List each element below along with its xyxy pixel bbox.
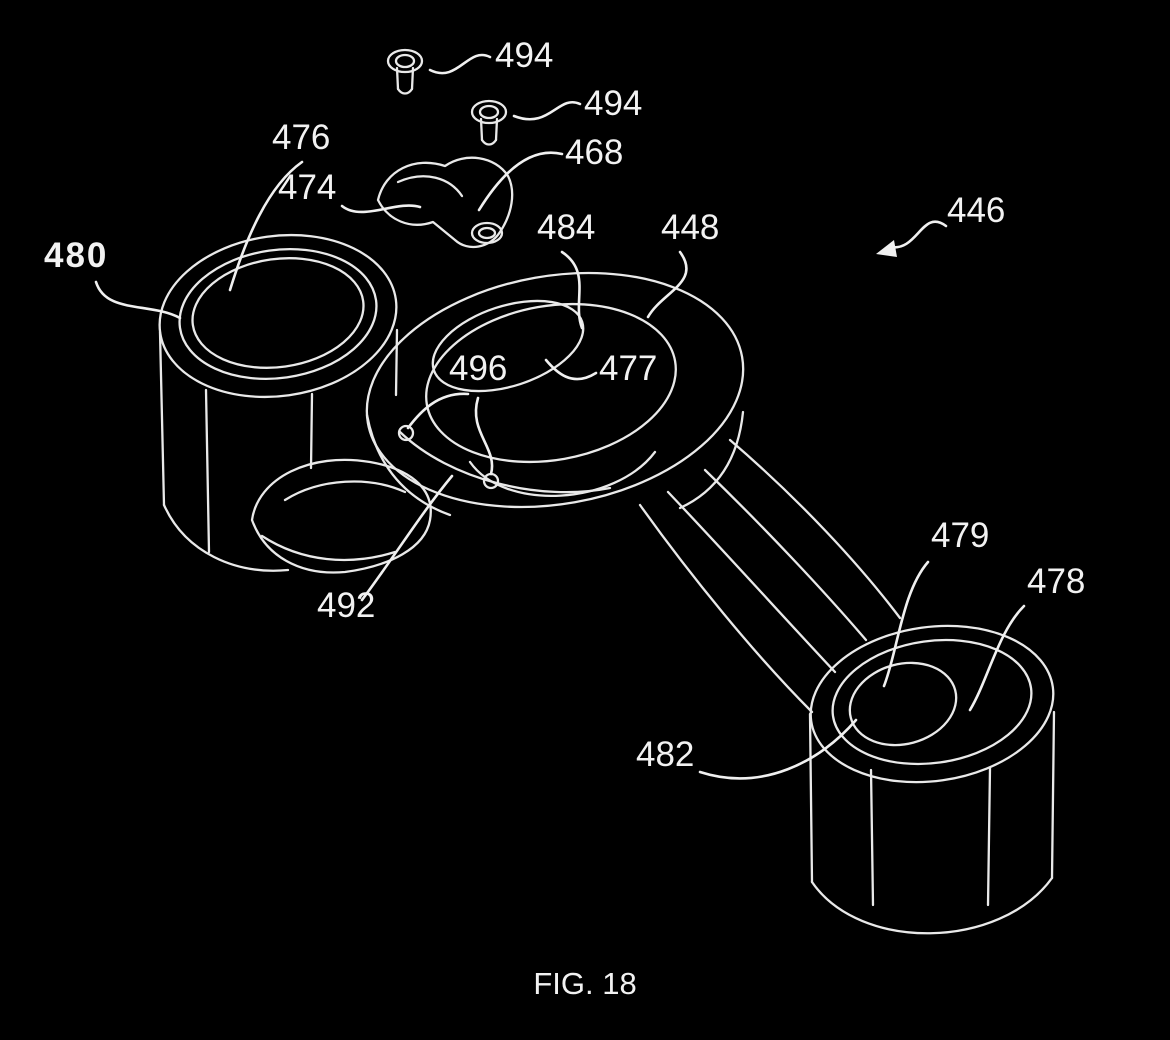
leader-496b	[474, 396, 494, 476]
right-cylinder	[808, 624, 1056, 935]
top-bracket	[376, 156, 514, 249]
ref-label-479: 479	[931, 516, 990, 555]
ref-label-492: 492	[317, 586, 376, 625]
ref-label-480: 480	[44, 236, 109, 275]
left-boss	[158, 233, 399, 572]
leader-480	[94, 280, 182, 320]
ref-label-446: 446	[947, 191, 1006, 230]
leader-477	[544, 358, 598, 381]
leader-lines	[94, 53, 1026, 780]
ref-label-494-a: 494	[495, 36, 554, 75]
leader-448	[646, 250, 688, 319]
ref-label-474: 474	[278, 168, 337, 207]
ref-label-482: 482	[636, 735, 695, 774]
screw-2	[470, 99, 508, 146]
leader-474	[340, 204, 422, 214]
figure-caption: FIG. 18	[533, 966, 637, 1001]
ref-label-494-b: 494	[584, 84, 643, 123]
leader-478	[968, 604, 1026, 712]
ref-label-477: 477	[599, 349, 658, 388]
leader-496a	[406, 392, 470, 430]
leader-482	[698, 718, 858, 780]
center-ring	[365, 271, 745, 517]
leader-492	[360, 474, 454, 602]
ref-label-468: 468	[565, 133, 624, 172]
ref-label-476: 476	[272, 118, 331, 157]
ref-label-484: 484	[537, 208, 596, 247]
front-tab	[250, 458, 432, 574]
ref-label-448: 448	[661, 208, 720, 247]
ref-label-478: 478	[1027, 562, 1086, 601]
leader-446	[888, 220, 948, 249]
ref-label-496: 496	[449, 349, 508, 388]
leader-484	[560, 250, 584, 330]
leader-494a	[428, 53, 492, 75]
arrowhead-446	[876, 240, 897, 257]
leader-468	[477, 151, 564, 212]
small-hole-1	[397, 424, 415, 442]
leader-494b	[512, 100, 582, 121]
leader-476	[228, 160, 304, 292]
screw-1	[386, 48, 424, 95]
connecting-arm	[638, 438, 902, 714]
leader-479	[882, 560, 930, 688]
